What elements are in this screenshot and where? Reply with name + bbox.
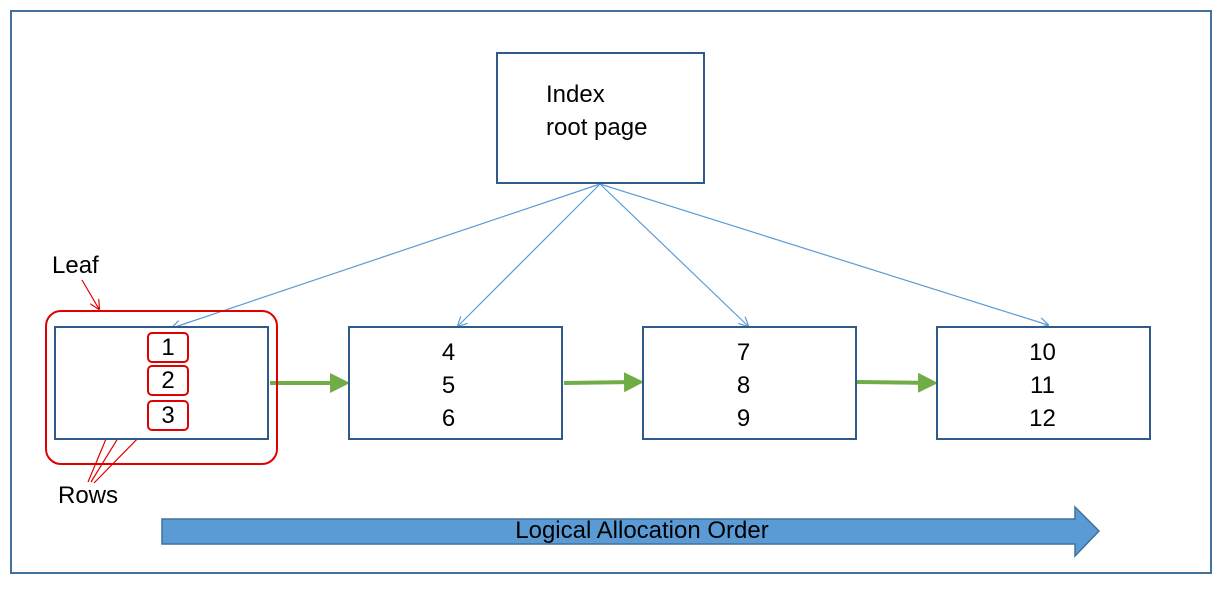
- leaf-4-row-1: 10: [1029, 339, 1056, 366]
- next-page-arrow-2: [563, 372, 644, 393]
- logical-order-label: Logical Allocation Order: [515, 517, 769, 544]
- root-label-line-2: root page: [546, 114, 648, 141]
- leaf-4-row-3: 12: [1029, 405, 1056, 432]
- leaf-3-row-1: 7: [736, 339, 751, 366]
- root-to-leaf-3-pointer: [599, 183, 748, 326]
- leaf-2-row-3: 6: [441, 405, 456, 432]
- leaf-2-row-1: 4: [441, 339, 456, 366]
- root-page-label: Index root page: [546, 78, 647, 144]
- root-to-leaf-1-pointer: [172, 183, 601, 328]
- index-root-page: Index root page: [496, 52, 705, 184]
- diagram-frame: [10, 10, 1212, 574]
- leaf-3-row-2: 8: [736, 372, 751, 399]
- leaf-page-4: 10 11 12: [936, 326, 1151, 440]
- row-chip-3: 3: [147, 400, 189, 431]
- leaf-label: Leaf: [52, 252, 99, 279]
- leaf-callout-arrow: [81, 279, 99, 309]
- row-chip-2: 2: [147, 365, 189, 396]
- leaf-3-row-3: 9: [736, 405, 751, 432]
- leaf-2-row-2: 5: [441, 372, 456, 399]
- root-to-leaf-2-pointer: [458, 183, 601, 326]
- row-chip-1: 1: [147, 332, 189, 363]
- leaf-page-2: 4 5 6: [348, 326, 563, 440]
- leaf-4-row-2: 11: [1030, 372, 1055, 399]
- root-label-line-1: Index: [546, 81, 605, 108]
- leaf-page-3: 7 8 9: [642, 326, 857, 440]
- next-page-arrow-3: [856, 372, 938, 393]
- leaf-highlight-outline: [45, 310, 278, 465]
- root-to-leaf-4-pointer: [599, 183, 1048, 325]
- logical-order-arrow: [161, 505, 1101, 558]
- rows-label: Rows: [58, 482, 119, 509]
